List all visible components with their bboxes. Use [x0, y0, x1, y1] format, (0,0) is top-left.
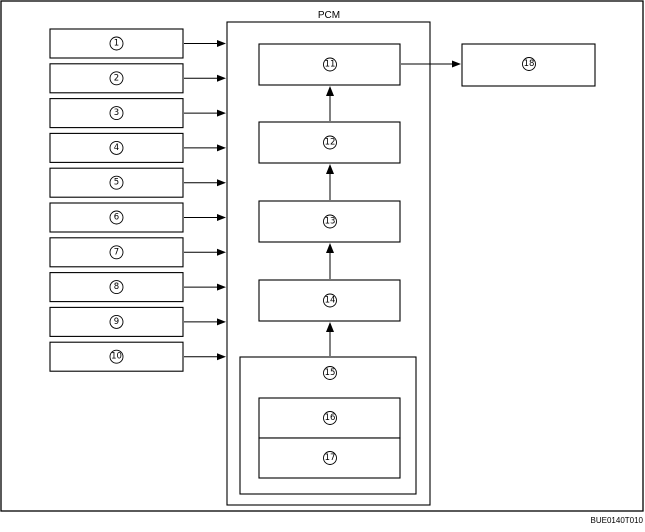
- input-block-number-circle: [109, 106, 124, 121]
- input-block: 10: [49, 341, 184, 372]
- input-arrow: [184, 248, 226, 256]
- input-block: 4: [49, 132, 184, 163]
- input-block: 1: [49, 28, 184, 59]
- input-block-number: 2: [114, 73, 119, 83]
- input-block-number: 8: [114, 282, 119, 292]
- input-block: 3: [49, 98, 184, 129]
- input-block-number: 6: [114, 213, 119, 223]
- chain-block-number: 11: [325, 60, 336, 70]
- input-blocks: 1 2 3 4 5 6 7 8 9 10: [49, 28, 226, 372]
- output-block: 18: [461, 43, 596, 87]
- input-block-number-circle: [109, 245, 124, 260]
- chain-arrow: [326, 86, 334, 121]
- input-block-number: 10: [111, 352, 122, 362]
- input-arrow: [184, 74, 226, 82]
- chain-block-number-circle: [323, 57, 337, 72]
- chain-block-number-circle: [323, 293, 337, 308]
- processing-chain: 11 12 13 14: [258, 43, 401, 356]
- chain-block-number-circle: [323, 214, 337, 229]
- input-arrow: [184, 144, 226, 152]
- chain-block: 12: [258, 121, 401, 164]
- group-block-number-circle: [323, 366, 337, 380]
- input-block-number: 5: [114, 178, 119, 188]
- input-block-number: 3: [114, 108, 119, 118]
- input-block-frame: [49, 167, 184, 198]
- input-arrow: [184, 353, 226, 361]
- input-block-number-circle: [109, 280, 124, 295]
- figure-code: BUE0140T010: [591, 516, 644, 525]
- chain-block: 13: [258, 200, 401, 243]
- input-block-number-circle: [109, 349, 124, 364]
- input-block-number-circle: [109, 71, 124, 86]
- chain-arrow: [326, 243, 334, 279]
- group-item-block: 17: [258, 437, 401, 479]
- input-block-number: 9: [114, 317, 119, 327]
- chain-block-number: 13: [325, 217, 336, 227]
- output-block-number: 18: [524, 59, 535, 69]
- input-arrow: [184, 109, 226, 117]
- group-item-block-number-circle: [323, 451, 337, 465]
- input-arrow: [184, 179, 226, 187]
- group-item-block: 16: [258, 397, 401, 439]
- input-block-number-circle: [109, 36, 124, 51]
- input-block-number-circle: [109, 210, 124, 225]
- chain-block: 14: [258, 279, 401, 322]
- input-block-number-circle: [109, 314, 124, 329]
- output-arrow: [401, 60, 461, 68]
- group-block-number: 15: [325, 368, 336, 378]
- input-arrow: [184, 318, 226, 326]
- chain-arrow: [326, 164, 334, 200]
- chain-block-number: 12: [325, 138, 336, 148]
- group-item-block-number: 16: [325, 413, 336, 423]
- input-arrow: [184, 283, 226, 291]
- group-item-block-number: 17: [325, 453, 336, 463]
- chain-arrow: [326, 322, 334, 356]
- output-block-number-circle: [522, 57, 536, 71]
- input-arrow: [184, 40, 226, 47]
- group-item-block-number-circle: [323, 411, 337, 425]
- pcm-title: PCM: [318, 10, 340, 21]
- chain-block: 11: [258, 43, 401, 86]
- input-block-number-circle: [109, 140, 124, 155]
- input-block-number: 1: [114, 39, 119, 49]
- input-block-number: 4: [114, 143, 119, 153]
- output-connector: [401, 60, 461, 68]
- input-block: 2: [49, 63, 184, 94]
- chain-block-number: 14: [325, 296, 336, 306]
- input-block: 6: [49, 202, 184, 233]
- input-block: 7: [49, 237, 184, 268]
- input-block-number-circle: [109, 175, 124, 190]
- input-block: 8: [49, 272, 184, 303]
- chain-block-number-circle: [323, 135, 337, 150]
- input-arrow: [184, 214, 226, 221]
- input-block-number: 7: [114, 247, 119, 257]
- input-block: 9: [49, 306, 184, 337]
- input-block: 5: [49, 167, 184, 198]
